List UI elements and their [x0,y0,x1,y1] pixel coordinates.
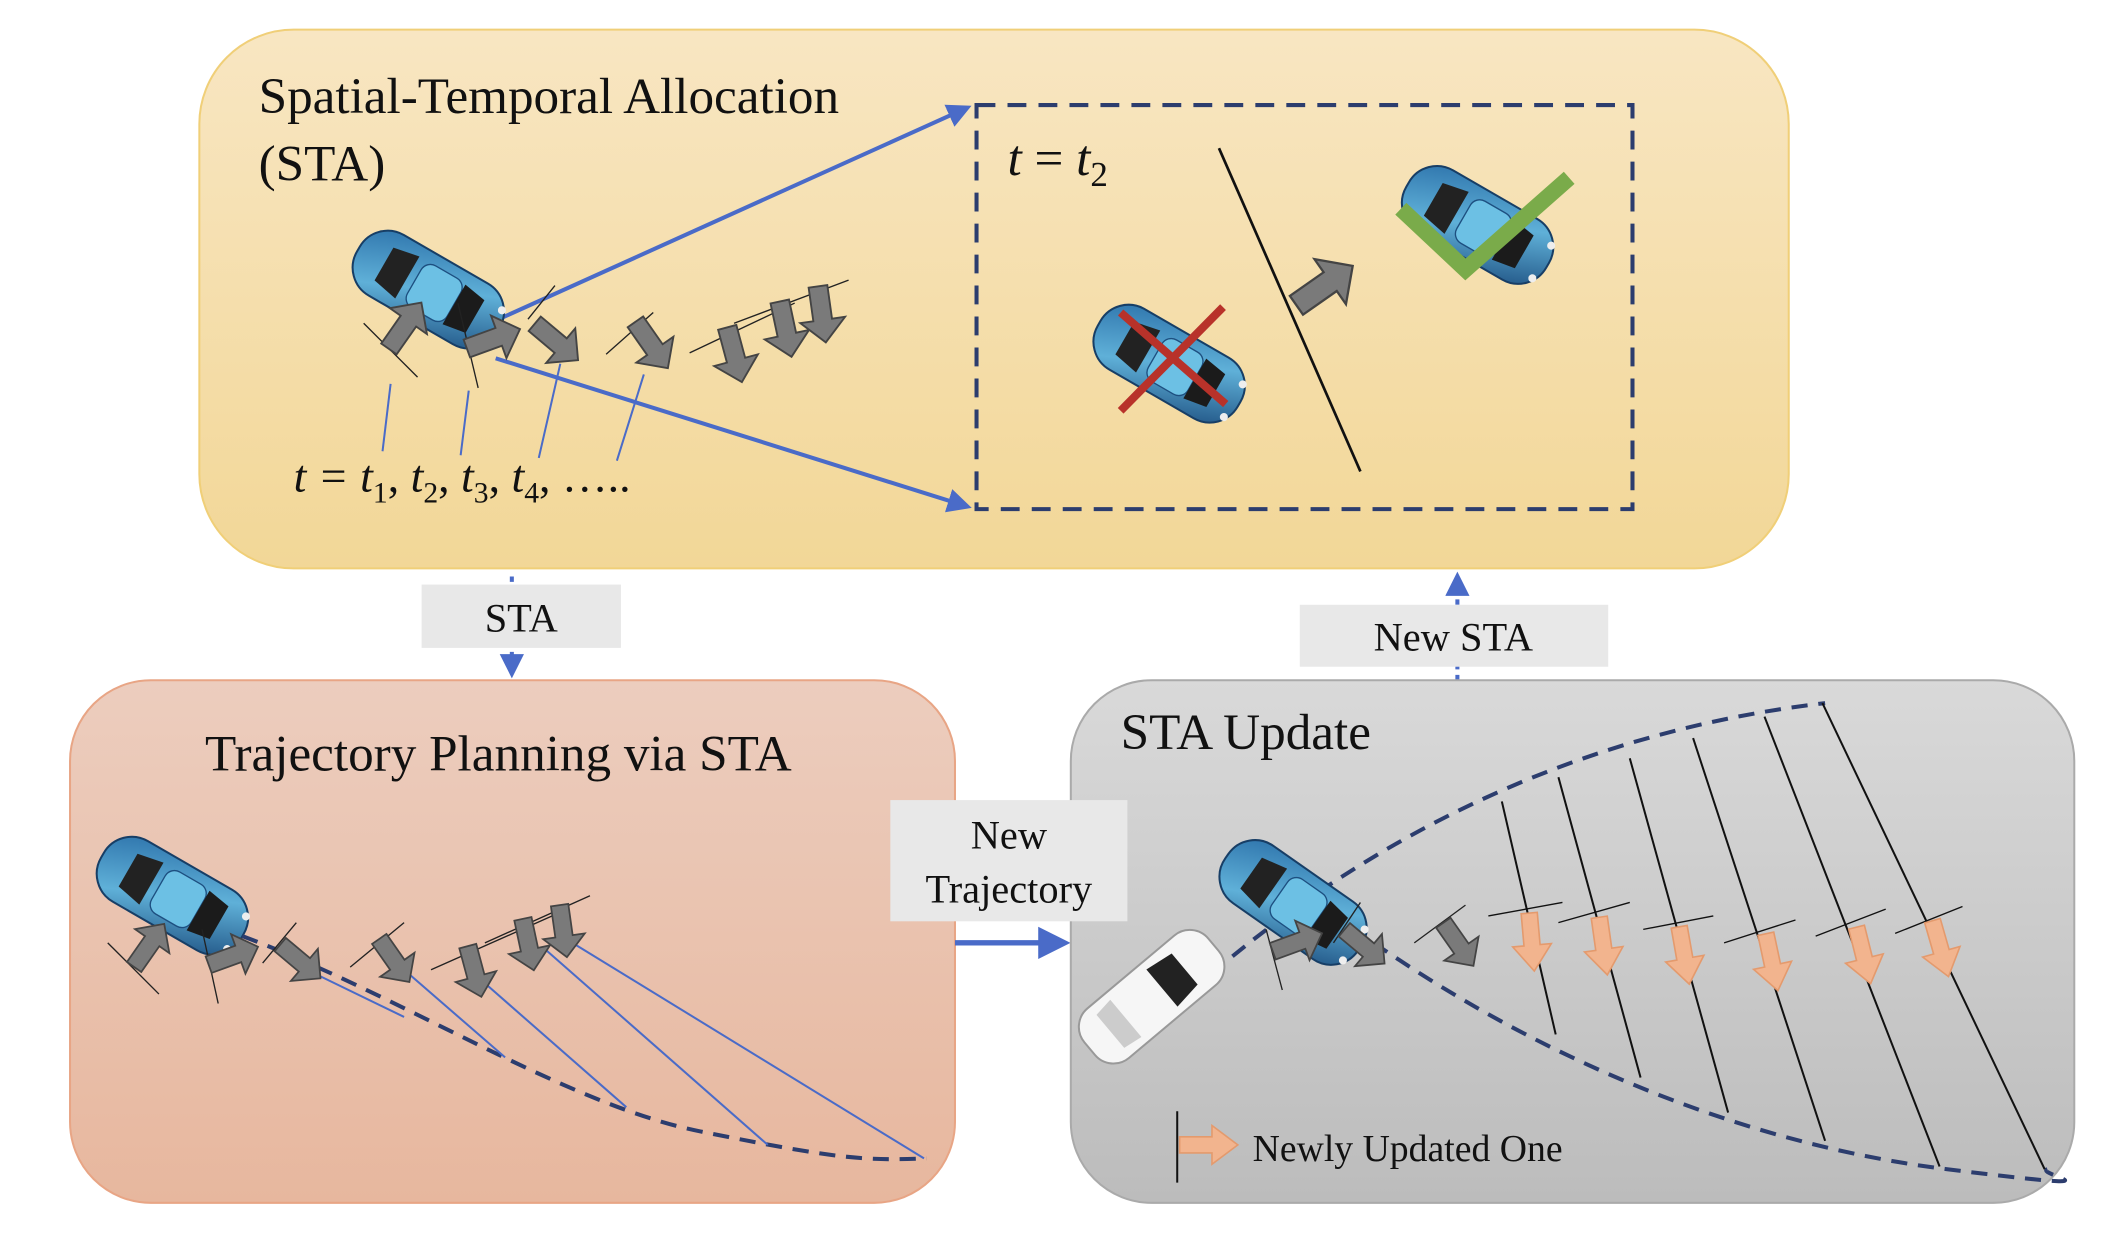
time-pointer-lines [381,363,645,461]
time-step-arrows [363,279,850,389]
trajectory-planning-panel: Trajectory Planning via STA [69,679,956,1204]
new-trajectory-label-line1: New [971,813,1047,858]
sta-panel-title-abbrev: (STA) [259,135,386,192]
zoom-time-label: t = t2 [1008,130,1108,194]
legend-label: Newly Updated One [1253,1128,1563,1170]
allocation-ticks [1488,901,1963,944]
green-check-icon [1395,171,1575,281]
update-step-arrows [1264,902,1492,991]
sta-panel: Spatial-Temporal Allocation (STA) t = t2 [198,28,1790,570]
new-sta-label-box [1299,604,1609,667]
sta-update-title: STA Update [1121,704,1371,761]
zoom-line-bottom [495,356,972,513]
time-steps-label: t = t1, t2, t3, t4, ….. [294,451,631,510]
allocation-boundary [1217,147,1362,472]
planning-step-arrows [107,895,591,1004]
zoom-line-top [494,104,972,323]
update-bound-lower [1372,941,2068,1184]
legend: Newly Updated One [1176,1111,1563,1183]
planned-trajectory [241,934,927,1162]
update-bound-upper [1231,701,1826,958]
zoom-box [974,103,1635,512]
sta-update-panel: STA Update [1067,679,2076,1204]
new-sta-label: New STA [1374,615,1533,660]
red-x-icon [1117,304,1229,414]
new-trajectory-label-box [890,800,1128,922]
sta-flow-label: STA [485,596,558,641]
allocation-links [312,941,925,1160]
sta-panel-title: Spatial-Temporal Allocation [259,68,839,125]
sta-flow-label-box [421,584,621,648]
trajectory-planning-title: Trajectory Planning via STA [205,725,792,782]
new-trajectory-label-line2: Trajectory [925,866,1093,911]
